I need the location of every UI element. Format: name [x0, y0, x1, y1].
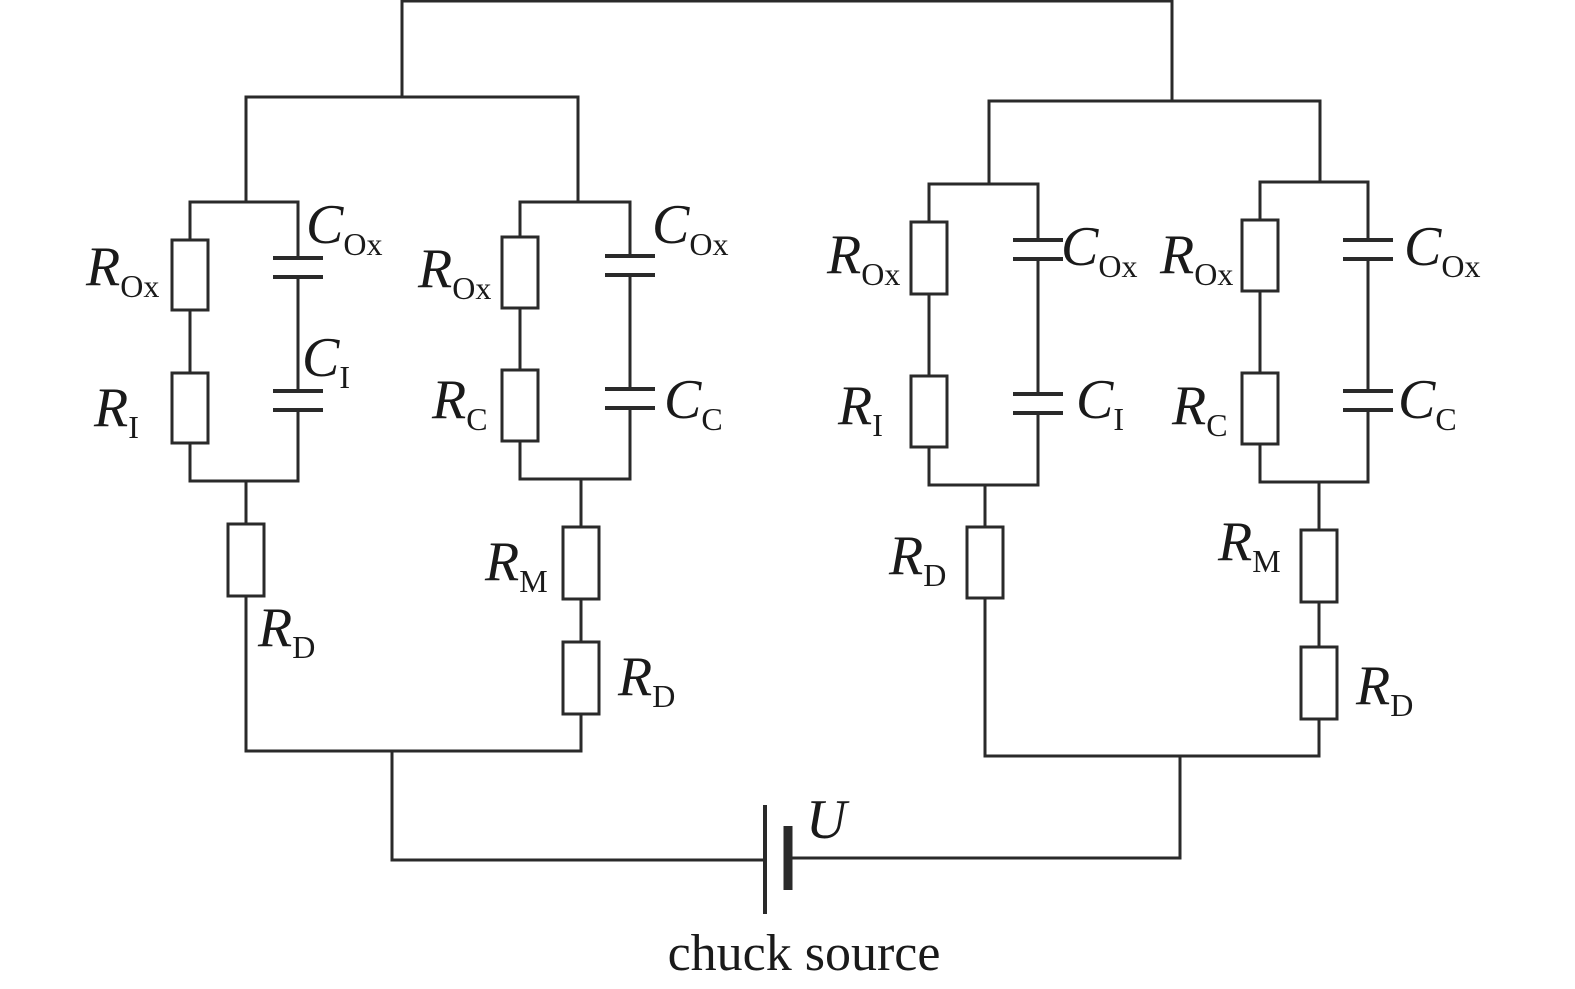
battery-source: [763, 805, 793, 914]
label-rox-lr: ROx: [417, 238, 491, 306]
label-cc-lr: CC: [664, 369, 723, 437]
label-ci-ll: CI: [302, 327, 350, 395]
label-cc-rr: CC: [1398, 369, 1457, 437]
label-rm-lr: RM: [484, 531, 548, 599]
resistor-rm-rr: [1299, 528, 1339, 604]
label-rc-rr: RC: [1171, 375, 1228, 443]
wire-lr-top: [518, 200, 632, 258]
label-cox-ll: COx: [306, 194, 382, 262]
wire-source-right: [786, 754, 1182, 860]
label-ri-ll: RI: [93, 377, 139, 445]
resistor-rd-lr: [561, 640, 601, 716]
resistor-rm-lr: [561, 525, 601, 601]
label-ci-rl: CI: [1076, 369, 1124, 437]
wire-rl-top: [927, 182, 1040, 242]
capacitor-cc-lr: [605, 387, 655, 410]
label-rd-lr: RD: [617, 646, 675, 714]
capacitor-cox-ll: [273, 256, 323, 279]
capacitors: [273, 238, 1393, 415]
wire-ll-bottom: [188, 408, 300, 483]
label-rox-rr: ROx: [1159, 224, 1233, 292]
capacitor-cox-rr: [1343, 238, 1393, 261]
capacitor-cc-rr: [1343, 389, 1393, 412]
resistor-rd-rr: [1299, 645, 1339, 721]
resistor-rd-ll: [226, 522, 266, 598]
resistors: [170, 218, 1339, 721]
label-cox-lr: COx: [652, 194, 728, 262]
capacitor-cox-lr: [605, 254, 655, 277]
resistor-rc-rr: [1240, 371, 1280, 446]
label-u: U: [806, 789, 850, 851]
label-rc-lr: RC: [431, 369, 488, 437]
resistor-rox-lr: [500, 235, 540, 310]
wire-left-top-bus: [244, 95, 580, 204]
wire-source-left: [390, 749, 767, 862]
resistor-rd-rl: [965, 525, 1005, 600]
wire-right-top-bus: [987, 99, 1322, 186]
label-rd-ll: RD: [257, 597, 315, 665]
wire-ll-top: [188, 200, 300, 260]
resistor-rox-rr: [1240, 218, 1280, 293]
label-ri-rl: RI: [837, 375, 883, 443]
wire-right-bottom-bus: [983, 596, 1321, 758]
capacitor-ci-rl: [1013, 392, 1063, 415]
label-rd-rl: RD: [888, 525, 946, 593]
wire-top-loop: [400, 0, 1174, 103]
wire-rr-top: [1258, 180, 1370, 242]
label-rox-ll: ROx: [85, 236, 159, 304]
label-rox-rl: ROx: [826, 224, 900, 292]
resistor-rox-ll: [170, 238, 210, 312]
label-cox-rl: COx: [1061, 216, 1137, 284]
resistor-rc-lr: [500, 368, 540, 443]
label-cox-rr: COx: [1404, 216, 1480, 284]
capacitor-ci-ll: [273, 389, 323, 412]
wires: [188, 0, 1370, 862]
labels: ROx COx RI CI RD ROx COx RC CC RM RD ROx…: [85, 194, 1480, 982]
label-rm-rr: RM: [1217, 511, 1281, 579]
resistor-rox-rl: [909, 220, 949, 296]
label-rd-rr: RD: [1355, 655, 1413, 723]
resistor-ri-rl: [909, 374, 949, 449]
capacitor-cox-rl: [1013, 238, 1063, 261]
wire-rr-bottom: [1258, 408, 1370, 484]
caption-chuck-source: chuck source: [668, 925, 941, 982]
wire-left-bottom-bus: [244, 594, 583, 753]
wire-lr-bottom: [518, 406, 632, 481]
resistor-ri-ll: [170, 371, 210, 445]
